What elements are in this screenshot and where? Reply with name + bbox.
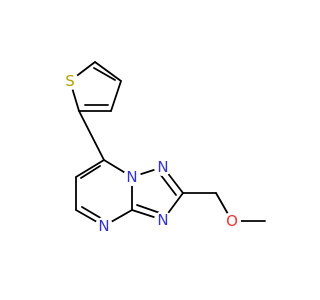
bond-c7-c6 [75,159,105,178]
methoxymethyl-chain [182,192,266,222]
bond-c7-c6-double [80,165,101,179]
bond-n1-c2-double [159,173,177,196]
atom-label-nitrogen-bridge: N [126,168,137,186]
bond-thiophene-pyrimidine [78,110,105,161]
atom-label-nitrogen-triazole-top: N [157,158,168,176]
bond-n3-c3a-double [136,204,161,214]
atom-label-sulfur: S [65,72,75,90]
atom-label-oxygen: O [226,212,238,230]
atom-label-nitrogen-triazole-bottom: N [157,211,168,229]
atom-labels: S N N N N O [61,72,241,235]
bond-c3-c4 [110,80,122,112]
bond-c4-c5 [94,61,122,82]
molecule-structure: S N N N N O [61,61,266,235]
atom-label-nitrogen-pyrimidine: N [98,217,109,235]
bond-c4-c5-double [93,67,116,81]
thiophene-ring [69,61,122,112]
